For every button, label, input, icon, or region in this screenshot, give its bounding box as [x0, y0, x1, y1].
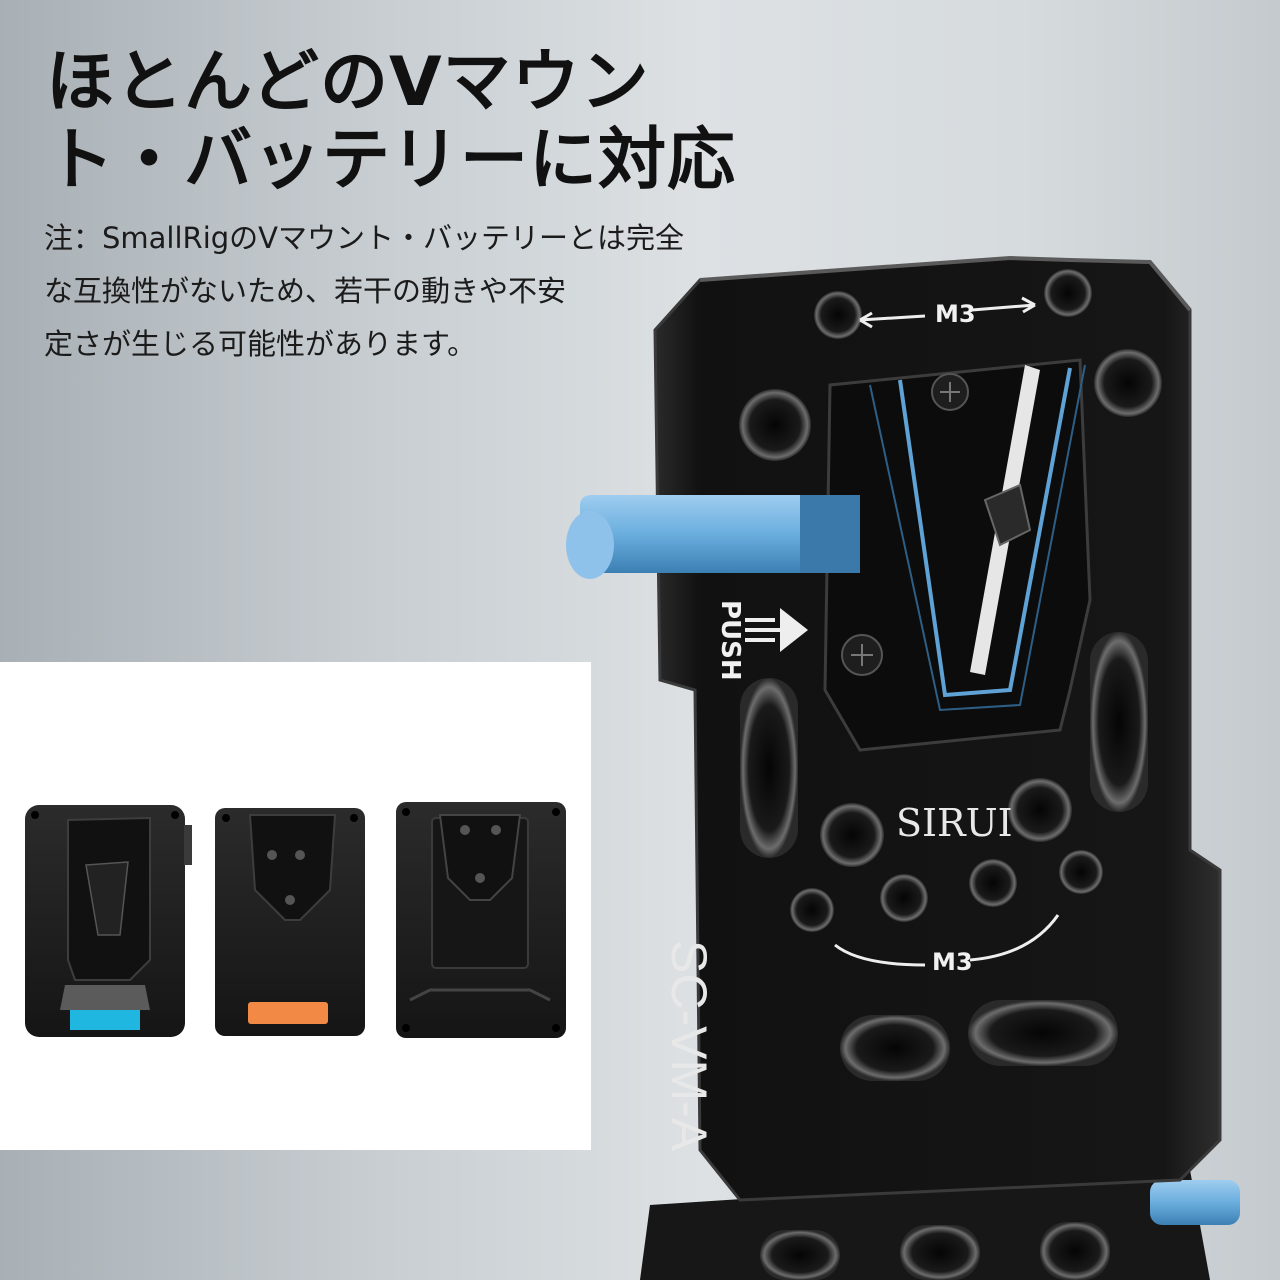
lower-plate	[640, 1170, 1240, 1280]
mount-hole	[739, 389, 811, 461]
thread-label-top: M3	[935, 300, 976, 328]
note-line-2: な互換性がないため、若干の動きや不安	[44, 274, 567, 308]
battery-orange	[215, 808, 365, 1036]
release-rod	[580, 495, 860, 573]
model-number: SC-VM-A	[661, 940, 717, 1152]
mount-slot	[968, 1000, 1118, 1066]
headline-line-2: ト・バッテリーに対応	[46, 121, 737, 200]
note-line-3: 定さが生じる可能性があります。	[44, 327, 477, 361]
thread-label-bottom: M3	[932, 948, 973, 976]
mount-hole	[1044, 269, 1092, 317]
mount-hole	[1059, 850, 1103, 894]
battery-cyan	[25, 805, 192, 1037]
mount-hole	[1094, 349, 1162, 417]
headline-line-1: ほとんどのVマウン	[46, 43, 650, 122]
mount-hole	[1008, 778, 1072, 842]
headline: ほとんどのVマウン ト・バッテリーに対応	[46, 44, 806, 200]
battery-plain	[396, 802, 566, 1038]
mount-hole	[820, 803, 884, 867]
compatibility-note: 注：SmallRigのVマウント・バッテリーとは完全 な互換性がないため、若干の…	[44, 212, 794, 371]
mount-slot	[1090, 632, 1148, 812]
push-label: PUSH	[715, 600, 745, 681]
mount-hole	[880, 874, 928, 922]
v-mount-plate	[566, 255, 1222, 1202]
mount-hole	[969, 859, 1017, 907]
mount-slot	[740, 678, 798, 858]
note-line-1: 注：SmallRigのVマウント・バッテリーとは完全	[44, 221, 684, 255]
mount-hole	[814, 291, 862, 339]
mount-slot	[840, 1015, 950, 1081]
brand-logo: SIRUI	[896, 801, 1013, 845]
mount-hole	[790, 888, 834, 932]
